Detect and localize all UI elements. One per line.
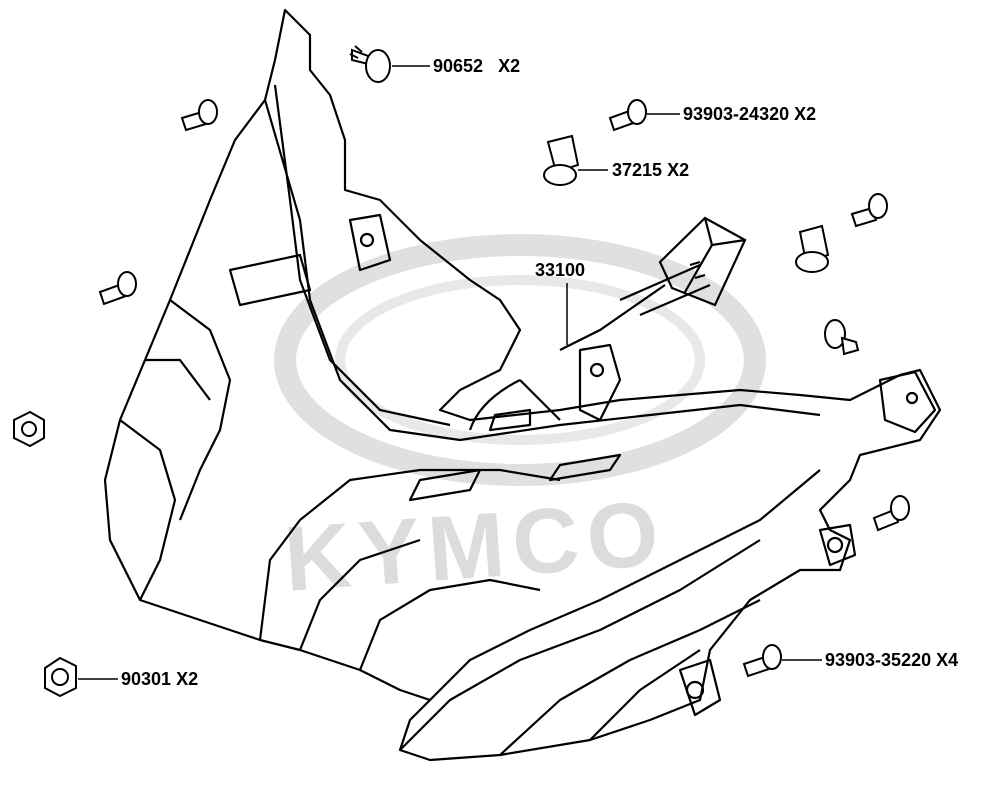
quantity: X4 — [936, 650, 959, 670]
clamp-37215-icon — [543, 134, 580, 186]
quantity: X2 — [176, 669, 199, 689]
part-number: 90301 — [121, 669, 172, 689]
part-number: 37215 — [612, 160, 663, 180]
leader-lines — [78, 65, 822, 680]
nut-left-icon — [13, 410, 45, 448]
kymco-watermark: KYMCO — [274, 234, 766, 611]
screw-left-middle-icon — [98, 271, 137, 306]
part-number: 33100 — [535, 260, 586, 280]
quantity: X2 — [667, 160, 690, 180]
clip-90652-icon — [349, 45, 391, 83]
part-number: 90652 — [433, 56, 484, 76]
front-cover-33100 — [103, 8, 942, 762]
callout-90652: 90652 X2 — [433, 56, 520, 76]
callout-90301: 90301 X2 — [121, 669, 198, 689]
quantity: X2 — [498, 56, 521, 76]
screw-93903-35220-icon — [742, 644, 782, 678]
connector-plug — [559, 216, 747, 351]
screw-upper-left-icon — [180, 99, 218, 132]
part-number: 93903-35220 — [825, 650, 932, 670]
screw-93903-24320-icon — [608, 99, 647, 132]
part-number: 93903-24320 — [683, 104, 790, 124]
callout-37215: 37215 X2 — [612, 160, 689, 180]
quantity: X2 — [794, 104, 817, 124]
clamp-right-icon — [795, 224, 830, 273]
callout-93903-35220: 93903-35220 X4 — [825, 650, 958, 670]
nut-90301-icon — [44, 656, 77, 698]
watermark-text: KYMCO — [281, 482, 670, 610]
screw-right-upper-icon — [850, 193, 888, 228]
screw-right-lower-icon — [872, 495, 910, 532]
callout-33100: 33100 — [535, 260, 585, 280]
callout-93903-24320: 93903-24320 X2 — [683, 104, 816, 124]
push-rivet-icon — [824, 319, 860, 356]
